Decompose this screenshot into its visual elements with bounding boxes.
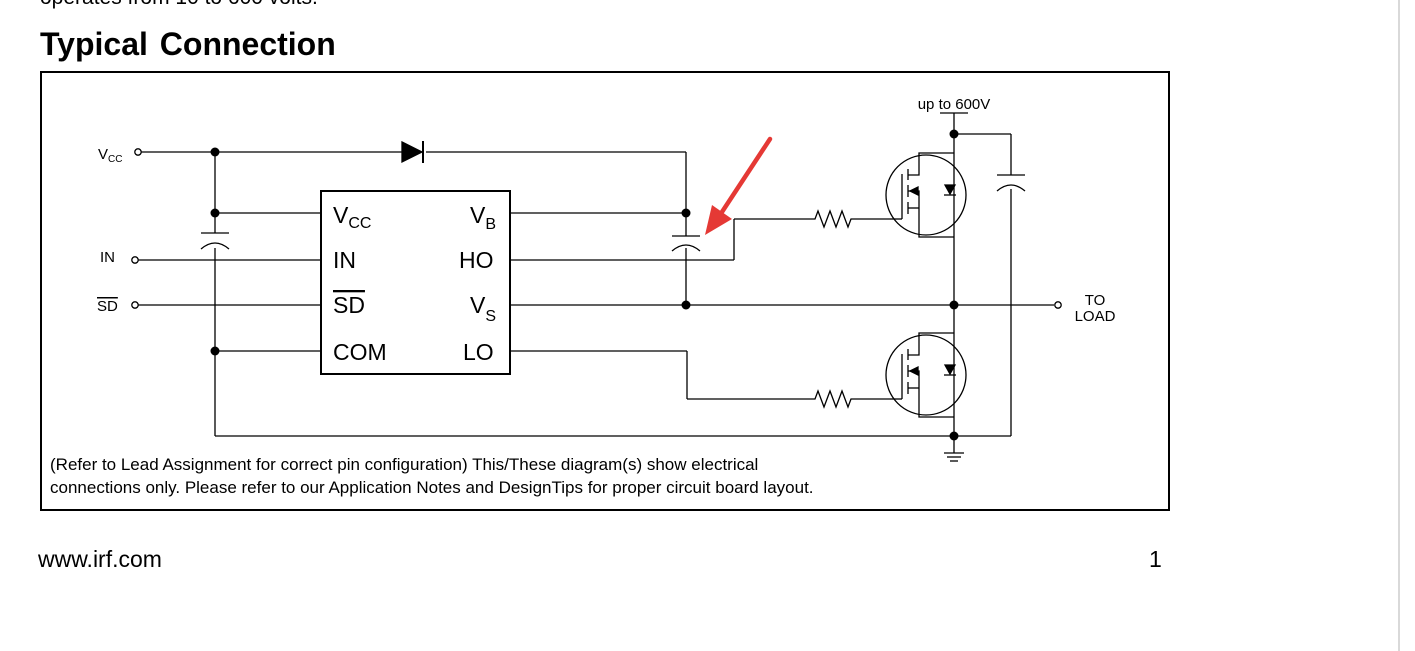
section-title: Typical Connection (40, 26, 336, 62)
note-line-2: connections only. Please refer to our Ap… (50, 478, 814, 497)
ic-pin-in: IN (333, 247, 356, 273)
load-label-line1: TO (1085, 292, 1106, 309)
junction-dots (210, 129, 959, 441)
supply-label: up to 600V (918, 96, 991, 113)
vcc-capacitor (200, 232, 230, 250)
ic-body (320, 190, 511, 375)
bootstrap-capacitor (671, 235, 701, 252)
page-number: 1 (1149, 546, 1162, 572)
ic-pin-lo: LO (463, 339, 494, 365)
bus-capacitor (996, 174, 1026, 192)
in-terminal (131, 256, 139, 264)
annotation-arrow (705, 136, 773, 235)
input-label-in: IN (100, 249, 115, 266)
low-side-gate-resistor (809, 389, 857, 409)
input-label-sd: SD (97, 298, 118, 315)
ic-pin-vcc: VCC (333, 202, 371, 232)
note-line-1: (Refer to Lead Assignment for correct pi… (50, 455, 759, 474)
low-side-mosfet (885, 332, 967, 418)
bootstrap-diode (401, 140, 424, 164)
input-label-vcc: VCC (98, 146, 122, 165)
previous-paragraph-tail: operates from 10 to 600 volts. (40, 0, 318, 10)
high-side-mosfet (885, 152, 967, 238)
wires (138, 113, 1054, 453)
ic-pin-ho: HO (459, 247, 494, 273)
vcc-terminal (134, 148, 142, 156)
ic-pin-sd: SD (333, 292, 365, 318)
load-terminal (1054, 301, 1062, 309)
footer-url: www.irf.com (38, 546, 162, 572)
terminals (131, 148, 1062, 309)
typical-connection-diagram: VCC IN SD VCC IN SD COM VB HO VS LO up t… (40, 71, 1170, 511)
diagram-note: (Refer to Lead Assignment for correct pi… (50, 453, 814, 499)
circuit-schematic: VCC IN SD VCC IN SD COM VB HO VS LO up t… (97, 96, 1116, 462)
high-side-gate-resistor (809, 209, 857, 229)
load-label-line2: LOAD (1075, 308, 1116, 325)
ic-pin-vs: VS (470, 292, 496, 325)
sd-terminal (131, 301, 139, 309)
ic-pin-vb: VB (470, 202, 496, 233)
ic-pin-com: COM (333, 339, 387, 365)
ground-symbol (944, 452, 964, 462)
viewer-edge (1398, 0, 1400, 651)
